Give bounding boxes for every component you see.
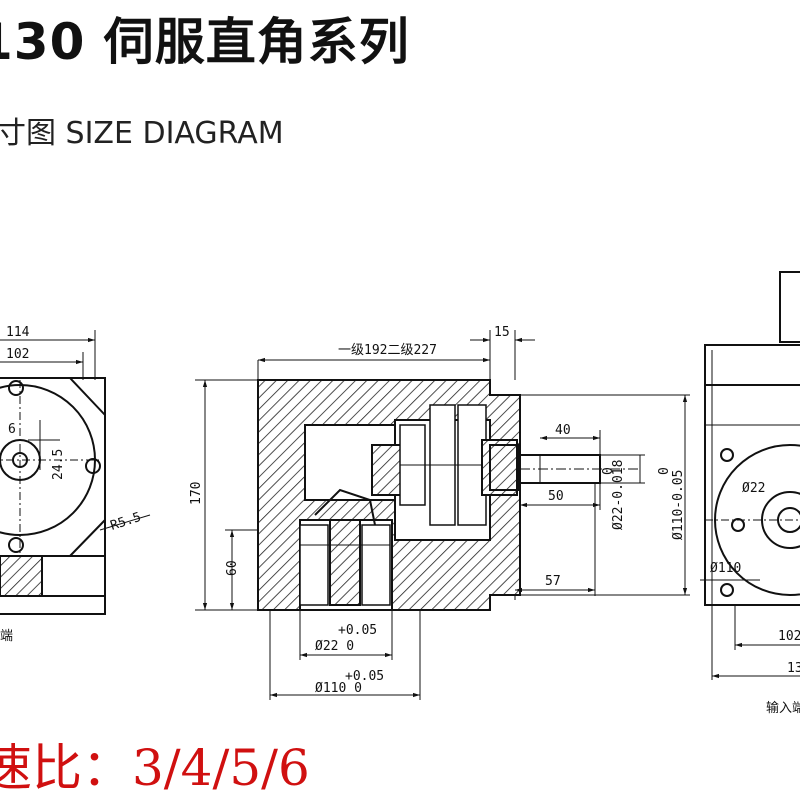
dim-50: 50: [548, 489, 564, 504]
right-view-label: 输入端: [766, 700, 800, 716]
dim-shaft-dia: Ø22-0.018: [611, 460, 626, 530]
right-view: Ø22 Ø110 102 13 输入端: [700, 271, 800, 716]
ratio-text: 速比：3/4/5/6: [0, 739, 310, 797]
dim-flange-dia-zero: 0: [657, 467, 672, 475]
page-subtitle: 寸图 SIZE DIAGRAM: [0, 116, 284, 151]
dim-60: 60: [225, 560, 240, 576]
dim-bottom-flange: Ø110 0: [315, 681, 362, 696]
dim-bottom-shaft-tol: +0.05: [338, 623, 377, 638]
dim-170: 170: [189, 482, 204, 505]
dim-shaft-dia-zero: 0: [601, 467, 616, 475]
dim-6: 6: [8, 422, 16, 437]
dim-24-5: 24.5: [51, 449, 66, 480]
dim-r5-5: R5.5: [109, 510, 143, 534]
dim-length: 一级192二级227: [338, 343, 437, 358]
dim-40: 40: [555, 423, 571, 438]
left-view: 114 102 6 24.5 R5.5 端: [0, 325, 151, 644]
left-view-label: 端: [0, 629, 13, 644]
dim-r-flange: Ø110: [710, 561, 741, 576]
dim-flange-dia: Ø110-0.05: [671, 470, 686, 540]
dim-r-shaft: Ø22: [742, 481, 765, 496]
dim-15: 15: [494, 325, 510, 340]
dim-114: 114: [6, 325, 30, 340]
dim-57: 57: [545, 574, 561, 589]
dim-r-13: 13: [787, 661, 800, 676]
middle-view: 一级192二级227 15 170 60: [189, 325, 690, 700]
dim-bottom-shaft: Ø22 0: [315, 639, 354, 654]
dim-r-102: 102: [778, 629, 800, 644]
page-title: 130 伺服直角系列: [0, 13, 410, 71]
dim-bottom-flange-tol: +0.05: [345, 669, 384, 684]
dim-102: 102: [6, 347, 29, 362]
